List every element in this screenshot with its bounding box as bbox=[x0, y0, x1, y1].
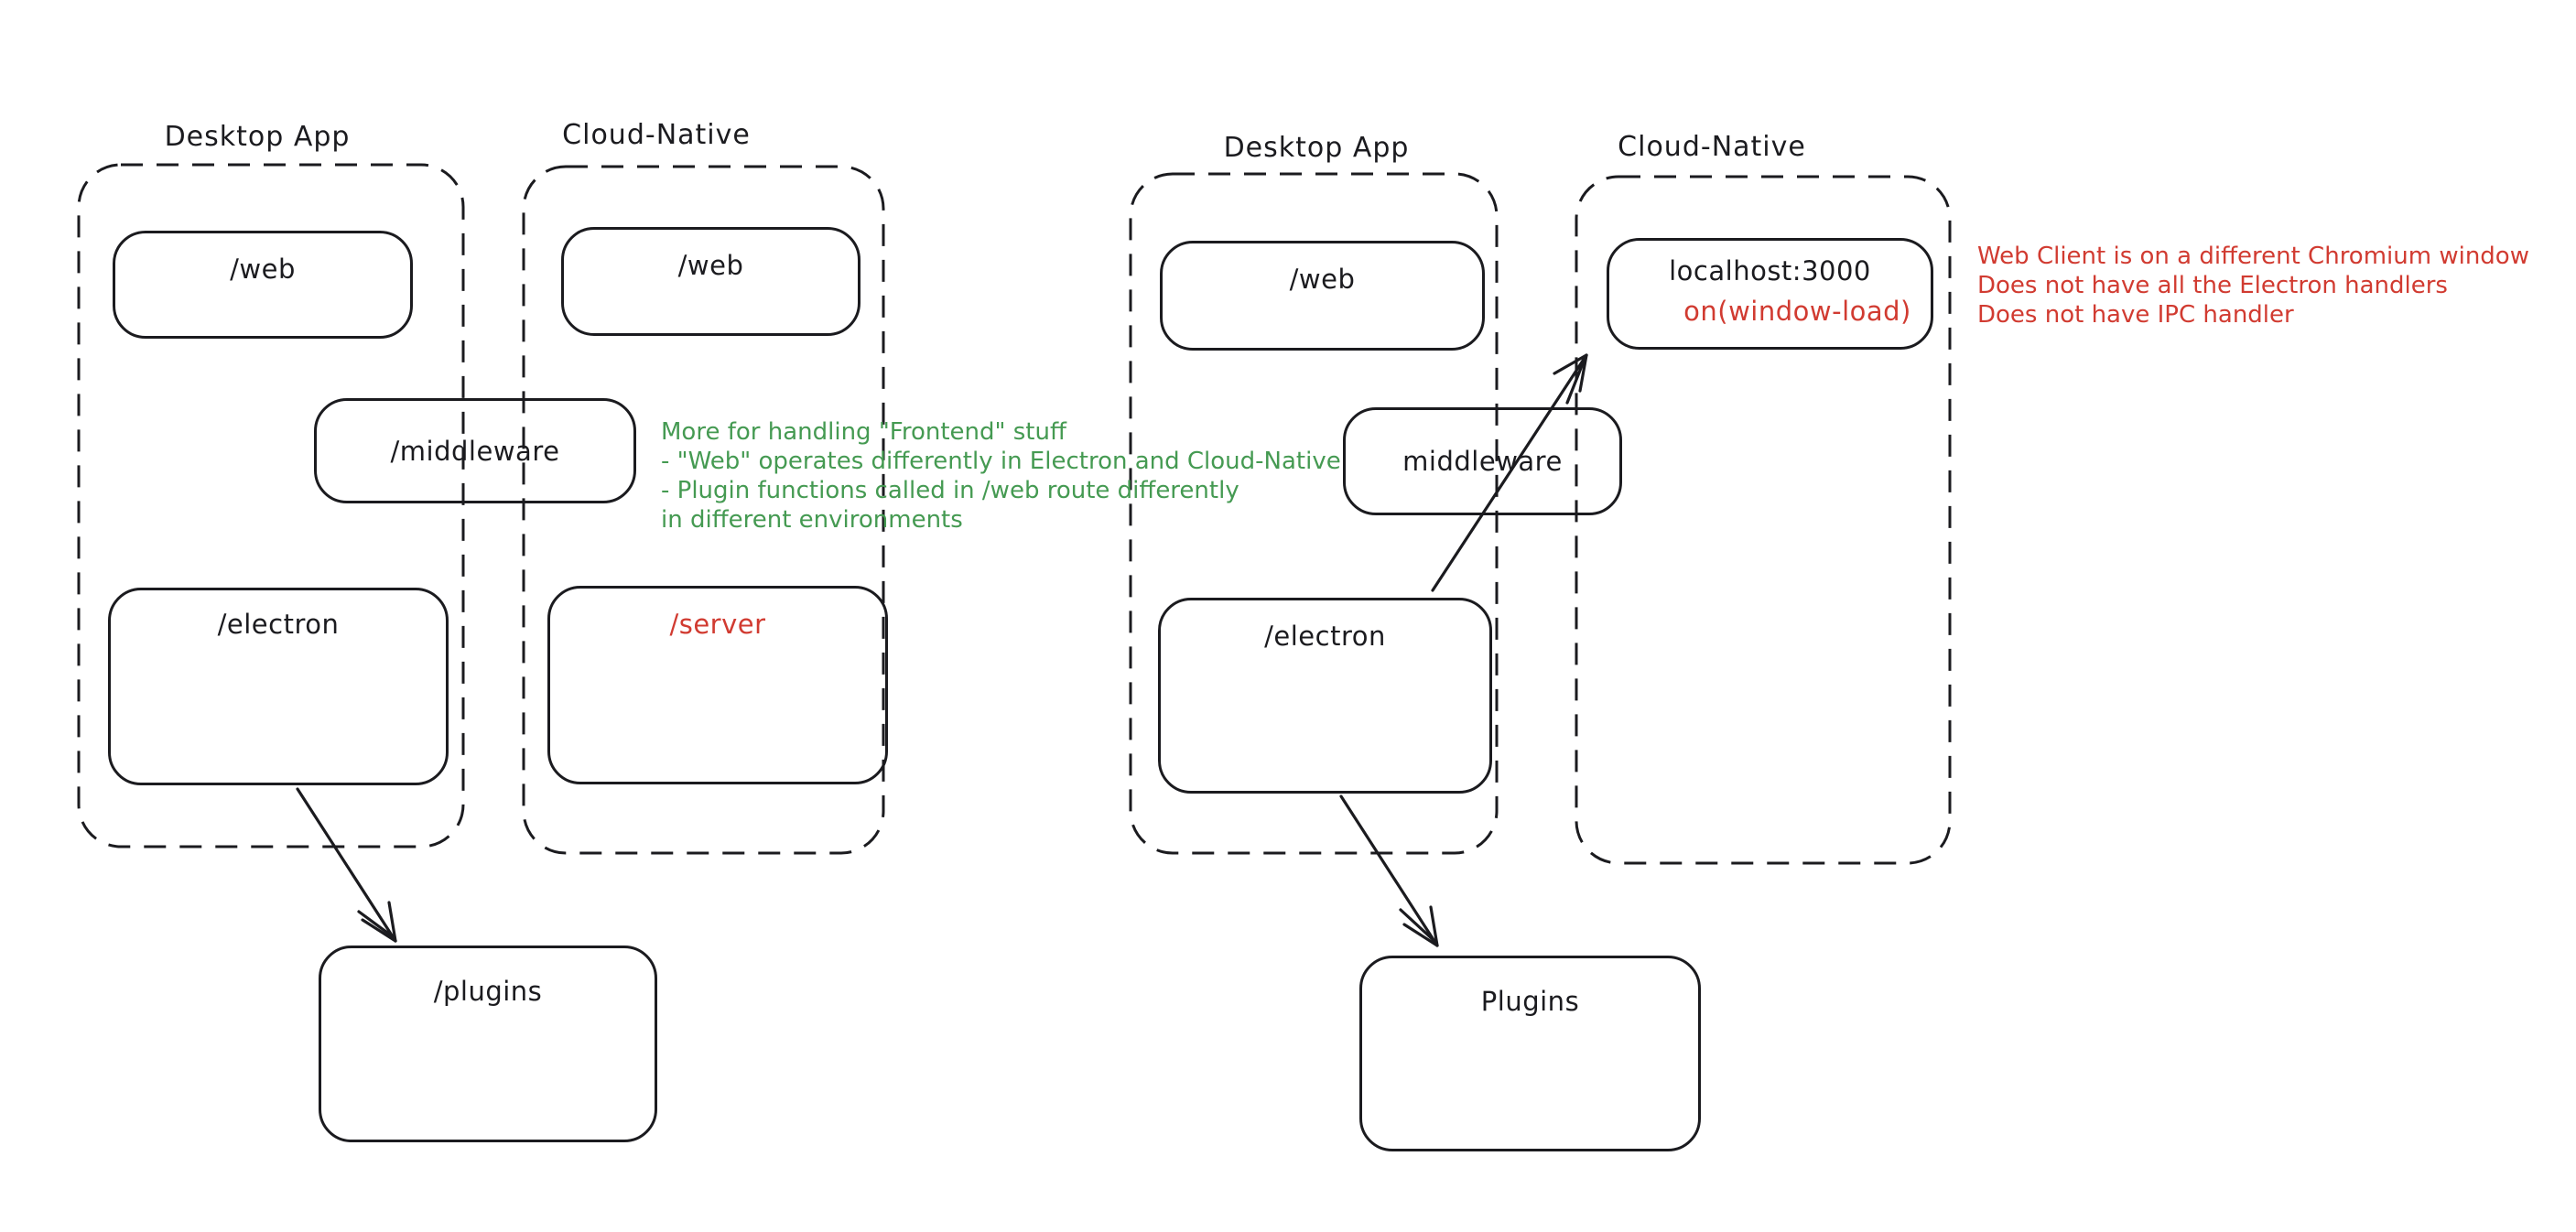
annotation-green-line: - Plugin functions called in /web route … bbox=[661, 477, 1239, 504]
group-title-desktop-app-right: Desktop App bbox=[1223, 132, 1410, 164]
box-middleware-left: /middleware bbox=[314, 398, 636, 503]
box-web-cloud-left: /web bbox=[561, 227, 860, 336]
annotation-red-note: Web Client is on a different Chromium wi… bbox=[1977, 242, 2529, 330]
box-localhost-window-load-label: on(window-load) bbox=[1683, 296, 1911, 327]
box-plugins-right: Plugins bbox=[1359, 956, 1701, 1151]
box-web-desktop-right-label: /web bbox=[1289, 264, 1356, 295]
arrow-electron-to-plugins-right bbox=[1339, 794, 1439, 947]
annotation-green-line: More for handling "Frontend" stuff bbox=[661, 418, 1066, 446]
annotation-green-note: More for handling "Frontend" stuff - "We… bbox=[661, 417, 1341, 535]
annotation-red-line: Does not have all the Electron handlers bbox=[1977, 272, 2448, 299]
annotation-green-line: in different environments bbox=[661, 506, 963, 534]
box-web-cloud-left-label: /web bbox=[677, 250, 744, 281]
box-localhost: localhost:3000 on(window-load) bbox=[1607, 238, 1933, 350]
group-title-cloud-native-right: Cloud-Native bbox=[1618, 131, 1806, 163]
box-middleware-left-label: /middleware bbox=[390, 435, 560, 467]
box-server: /server bbox=[547, 586, 888, 784]
box-localhost-label: localhost:3000 bbox=[1669, 255, 1871, 286]
box-electron-left-label: /electron bbox=[217, 609, 340, 640]
arrow-electron-to-localhost bbox=[1431, 353, 1588, 592]
arrow-electron-to-plugins-left bbox=[296, 787, 397, 943]
box-electron-left: /electron bbox=[108, 588, 449, 785]
box-web-desktop-left: /web bbox=[113, 231, 413, 339]
box-electron-right: /electron bbox=[1158, 598, 1492, 794]
box-web-desktop-right: /web bbox=[1160, 241, 1485, 351]
box-middleware-right-label: middleware bbox=[1402, 446, 1563, 477]
box-electron-right-label: /electron bbox=[1264, 621, 1386, 652]
annotation-red-line: Does not have IPC handler bbox=[1977, 301, 2294, 329]
container-cloud-native-right bbox=[1575, 175, 1952, 865]
box-web-desktop-left-label: /web bbox=[230, 254, 296, 285]
group-title-desktop-app-left: Desktop App bbox=[164, 121, 351, 153]
box-server-label: /server bbox=[669, 609, 766, 640]
box-middleware-right: middleware bbox=[1343, 407, 1622, 515]
box-plugins-right-label: Plugins bbox=[1480, 986, 1580, 1017]
box-plugins-left: /plugins bbox=[319, 946, 657, 1142]
annotation-red-line: Web Client is on a different Chromium wi… bbox=[1977, 243, 2529, 270]
group-title-cloud-native-left: Cloud-Native bbox=[562, 119, 751, 151]
annotation-green-line: - "Web" operates differently in Electron… bbox=[661, 448, 1341, 475]
box-plugins-left-label: /plugins bbox=[433, 976, 543, 1007]
container-desktop-app-left bbox=[77, 163, 465, 848]
container-cloud-native-left bbox=[522, 165, 885, 855]
